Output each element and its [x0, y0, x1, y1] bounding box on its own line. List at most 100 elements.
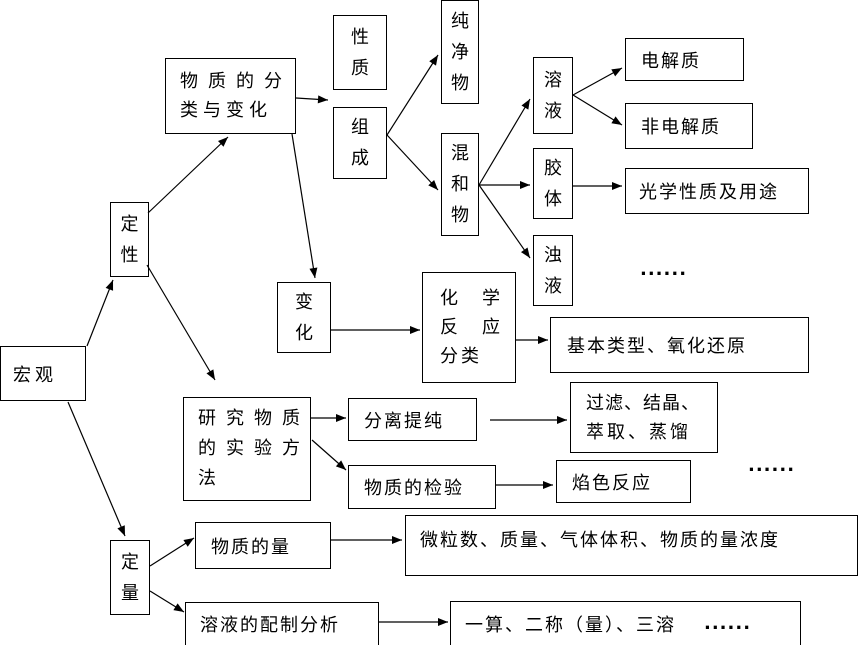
experimental-methods-line: 法: [198, 468, 226, 489]
arrow-composition-to-pure-substance-head: [429, 55, 438, 66]
mixture-node: 混和物: [441, 133, 479, 236]
suspension-label: 浊液: [544, 244, 562, 297]
reaction-classification-line: 化学: [440, 288, 524, 309]
arrow-composition-to-pure-substance: [386, 54, 439, 136]
arrow-solution-to-electrolyte-head: [611, 68, 622, 77]
arrow-macro-to-qualitative: [86, 279, 114, 347]
solution-preparation-label: 溶液的配制分析: [200, 615, 340, 636]
change-label: 变化: [295, 291, 313, 344]
experimental-methods-line: 研究物质: [198, 408, 310, 429]
arrow-solution-to-non-electrolyte-head: [611, 116, 622, 125]
arrow-amount-to-related-head: [392, 536, 402, 544]
identification-node: 物质的检验: [348, 465, 496, 509]
arrow-qualitative-to-classification: [147, 136, 229, 214]
reaction-types-label: 基本类型、氧化还原: [567, 336, 747, 357]
experimental-methods-line: 的实验方: [198, 438, 310, 459]
composition-label: 组成: [351, 117, 369, 169]
solution-label: 溶液: [544, 69, 562, 122]
colloid-label: 胶体: [544, 157, 562, 210]
identification-label: 物质的检验: [364, 478, 464, 499]
arrow-colloid-to-optical-properties-head: [612, 182, 622, 190]
change-node: 变化: [277, 282, 331, 353]
arrow-classification-to-change-head: [309, 267, 318, 278]
macro-label: 宏观: [13, 364, 57, 386]
mixture-more-ellipsis: ......: [640, 259, 688, 280]
qualitative-label: 定性: [120, 213, 139, 266]
preparation-steps-node: 一算、二称（量）、三溶 ......: [450, 601, 801, 645]
arrow-methods-to-identification: [311, 439, 347, 471]
arrow-classification-to-change: [291, 133, 316, 279]
electrolyte-label: 电解质: [641, 50, 701, 72]
arrow-mixture-to-suspension-head: [520, 247, 530, 258]
arrow-solution-to-electrolyte: [572, 67, 623, 96]
amount-of-substance-label: 物质的量: [211, 536, 291, 558]
arrow-reaction-classification-to-types-head: [538, 336, 548, 344]
arrow-preparation-to-steps-head: [438, 618, 448, 626]
macro-node: 宏观: [0, 346, 86, 401]
arrow-quantitative-to-solution-preparation-head: [173, 603, 184, 612]
arrow-methods-to-separation-head: [336, 414, 346, 422]
arrow-separation-to-methods-head: [557, 416, 567, 424]
arrow-mixture-to-colloid-head: [520, 181, 530, 189]
separation-methods-line: 萃取、蒸馏: [586, 421, 691, 443]
arrow-quantitative-to-amount: [149, 537, 195, 567]
non-electrolyte-node: 非电解质: [625, 103, 753, 149]
arrow-composition-to-mixture-head: [428, 179, 438, 190]
reaction-classification-line: 反应: [440, 317, 524, 338]
classification-change-line: 物质的分: [180, 71, 292, 92]
arrow-solution-to-non-electrolyte: [572, 94, 623, 126]
reaction-classification-line: 分类: [440, 346, 482, 367]
suspension-node: 浊液: [533, 235, 573, 306]
colloid-node: 胶体: [533, 148, 573, 219]
electrolyte-node: 电解质: [625, 38, 744, 81]
arrow-quantitative-to-solution-preparation: [149, 590, 185, 613]
reaction-types-node: 基本类型、氧化还原: [550, 317, 809, 373]
pure-substance-label: 纯净物: [451, 10, 469, 94]
composition-node: 组成: [333, 107, 387, 179]
arrow-mixture-to-solution-head: [521, 99, 530, 110]
preparation-steps-ellipsis: ......: [704, 613, 752, 634]
flame-test-node: 焰色反应: [556, 460, 691, 503]
arrow-mixture-to-suspension: [478, 184, 531, 259]
separation-label: 分离提纯: [364, 410, 444, 432]
arrow-qualitative-to-classification-head: [217, 137, 228, 147]
properties-node: 性质: [333, 15, 387, 90]
separation-node: 分离提纯: [348, 398, 477, 441]
arrow-mixture-to-solution: [478, 98, 531, 186]
preparation-steps-label: 一算、二称（量）、三溶: [465, 614, 676, 636]
flame-test-label: 焰色反应: [572, 472, 652, 494]
reaction-classification-node: 化学 反应 分类: [422, 272, 516, 383]
arrow-qualitative-to-experimental-methods-head: [206, 369, 215, 380]
separation-methods-line: 过滤、结晶、: [586, 392, 700, 414]
arrow-qualitative-to-experimental-methods: [146, 264, 216, 381]
methods-more-ellipsis: ......: [748, 455, 796, 476]
classification-change-node: 物质的分 类与变化: [165, 58, 296, 134]
arrow-methods-to-identification-head: [335, 460, 346, 470]
solution-preparation-node: 溶液的配制分析: [185, 602, 379, 645]
quantitative-label: 定量: [121, 551, 139, 604]
amount-related-label: 微粒数、质量、气体体积、物质的量浓度: [420, 530, 780, 551]
arrow-macro-to-qualitative-head: [105, 280, 114, 291]
arrow-quantitative-to-amount-head: [183, 538, 194, 547]
classification-change-line: 类与变化: [180, 100, 272, 121]
arrow-classification-to-composition-head: [317, 95, 328, 104]
experimental-methods-node: 研究物质 的实验方 法: [183, 397, 311, 501]
qualitative-node: 定性: [110, 202, 149, 277]
mixture-label: 混和物: [451, 143, 469, 226]
solution-node: 溶液: [533, 57, 573, 134]
optical-properties-node: 光学性质及用途: [625, 168, 809, 214]
arrow-change-to-reaction-classification-head: [410, 326, 420, 334]
optical-properties-label: 光学性质及用途: [639, 182, 779, 203]
arrow-composition-to-mixture: [386, 134, 439, 191]
non-electrolyte-label: 非电解质: [641, 117, 721, 138]
arrow-identification-to-flame-test-head: [543, 481, 553, 489]
arrow-macro-to-quantitative: [67, 401, 126, 537]
separation-methods-node: 过滤、结晶、 萃取、蒸馏: [570, 382, 718, 453]
arrow-classification-to-composition: [295, 97, 329, 101]
quantitative-node: 定量: [110, 540, 150, 615]
properties-label: 性质: [351, 26, 369, 79]
amount-of-substance-node: 物质的量: [195, 522, 331, 569]
arrow-macro-to-quantitative-head: [117, 525, 125, 536]
amount-related-node: 微粒数、质量、气体体积、物质的量浓度: [405, 515, 858, 576]
